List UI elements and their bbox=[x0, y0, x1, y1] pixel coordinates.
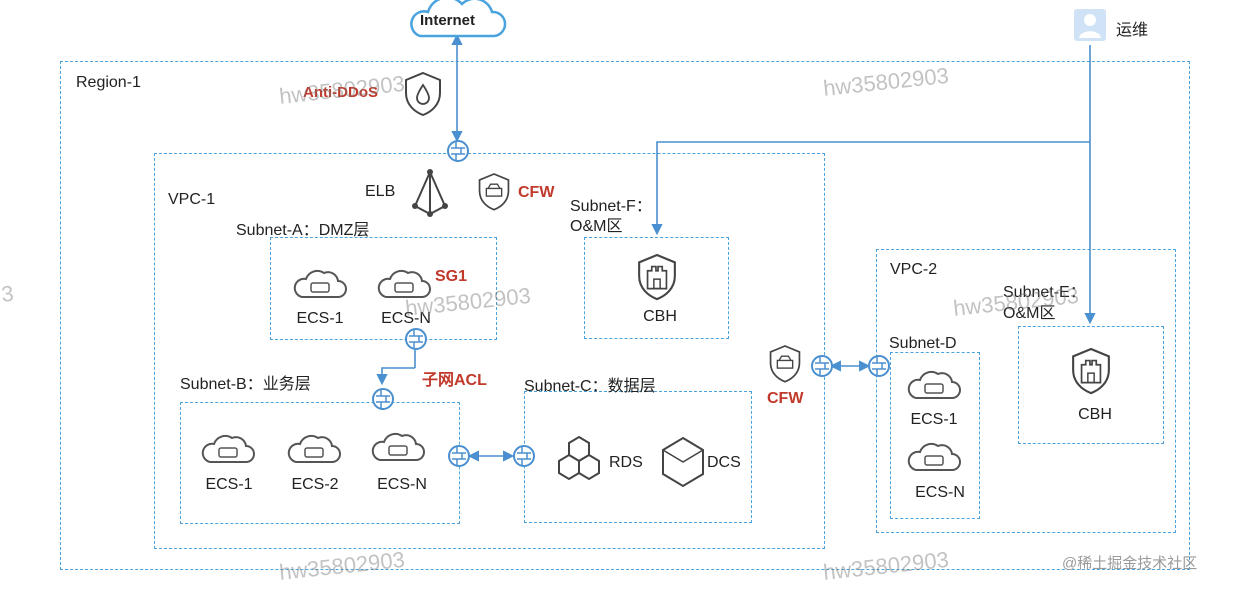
vpc-1-ingress-firewall-icon bbox=[447, 140, 469, 162]
region-label: Region-1 bbox=[76, 74, 141, 91]
cbh-icon-subnet-e bbox=[1072, 347, 1110, 395]
subnet-b-label: Subnet-B：业务层 bbox=[180, 376, 311, 393]
cbh-label-subnet-e: CBH bbox=[1078, 406, 1112, 423]
internet-cloud-icon bbox=[410, 0, 507, 38]
subnet-e-box bbox=[1018, 326, 1164, 444]
acl-firewall-icon-a bbox=[405, 328, 427, 350]
internet-label: Internet bbox=[420, 12, 476, 29]
ecs-icon-a1 bbox=[293, 269, 347, 298]
elb-label: ELB bbox=[365, 183, 396, 200]
cfw-label-vpc1: CFW bbox=[518, 184, 555, 201]
ecs-icon-an bbox=[377, 269, 431, 298]
vpc-1-label: VPC-1 bbox=[168, 191, 216, 208]
rds-icon bbox=[558, 435, 600, 481]
firewall-icon-b-right bbox=[448, 445, 470, 467]
subnet-e-label-line2: O&M区 bbox=[1003, 305, 1056, 322]
ecs-label-d1: ECS-1 bbox=[910, 411, 958, 428]
vpc-2-boundary bbox=[876, 249, 1176, 533]
ecs-icon-bn bbox=[371, 432, 425, 461]
anti-ddos-shield-icon bbox=[405, 72, 441, 116]
user-icon bbox=[1074, 9, 1106, 41]
subnet-f-label-line1: Subnet-F： bbox=[570, 198, 652, 215]
subnet-d-box bbox=[890, 352, 980, 519]
anti-ddos-label: Anti-DDoS bbox=[303, 84, 378, 101]
ops-user-label: 运维 bbox=[1116, 22, 1149, 39]
dcs-icon bbox=[662, 436, 704, 488]
dcs-label: DCS bbox=[707, 454, 741, 471]
sg1-label: SG1 bbox=[435, 268, 468, 285]
subnet-a-label: Subnet-A：DMZ层 bbox=[236, 222, 370, 239]
corner-watermark: @稀土掘金技术社区 bbox=[1062, 555, 1198, 572]
vpc-2-label: VPC-2 bbox=[890, 261, 938, 278]
subnet-f-label-line2: O&M区 bbox=[570, 218, 623, 235]
ecs-label-dn: ECS-N bbox=[915, 484, 965, 501]
subnet-a-box bbox=[270, 237, 497, 340]
cfw-icon-vpc1 bbox=[478, 173, 510, 211]
ecs-icon-b2 bbox=[287, 434, 341, 463]
subnet-f-box bbox=[584, 237, 729, 339]
cfw-label-between: CFW bbox=[767, 390, 804, 407]
ecs-icon-dn bbox=[907, 442, 961, 471]
subnet-e-label-line1: Subnet-E： bbox=[1003, 284, 1086, 301]
elb-icon bbox=[412, 169, 448, 217]
ecs-icon-b1 bbox=[201, 434, 255, 463]
ecs-label-b1: ECS-1 bbox=[205, 476, 253, 493]
firewall-icon-vpc2-left bbox=[868, 355, 890, 377]
cbh-label-subnet-f: CBH bbox=[643, 308, 677, 325]
ecs-label-a1: ECS-1 bbox=[296, 310, 344, 327]
cbh-icon-subnet-f bbox=[638, 253, 676, 301]
vpc-1-boundary bbox=[154, 153, 825, 549]
firewall-icon-vpc1-right bbox=[811, 355, 833, 377]
ecs-label-b2: ECS-2 bbox=[291, 476, 339, 493]
acl-firewall-icon-b bbox=[372, 388, 394, 410]
ecs-label-bn: ECS-N bbox=[377, 476, 427, 493]
cfw-icon-between-vpcs bbox=[769, 345, 801, 383]
firewall-icon-c-left bbox=[513, 445, 535, 467]
subnet-d-label: Subnet-D bbox=[889, 335, 957, 352]
ecs-label-an: ECS-N bbox=[381, 310, 431, 327]
region-1-boundary bbox=[60, 61, 1190, 570]
ecs-icon-d1 bbox=[907, 370, 961, 399]
subnet-c-label: Subnet-C：数据层 bbox=[524, 378, 656, 395]
subnet-acl-label: 子网ACL bbox=[422, 372, 487, 389]
rds-label: RDS bbox=[609, 454, 643, 471]
